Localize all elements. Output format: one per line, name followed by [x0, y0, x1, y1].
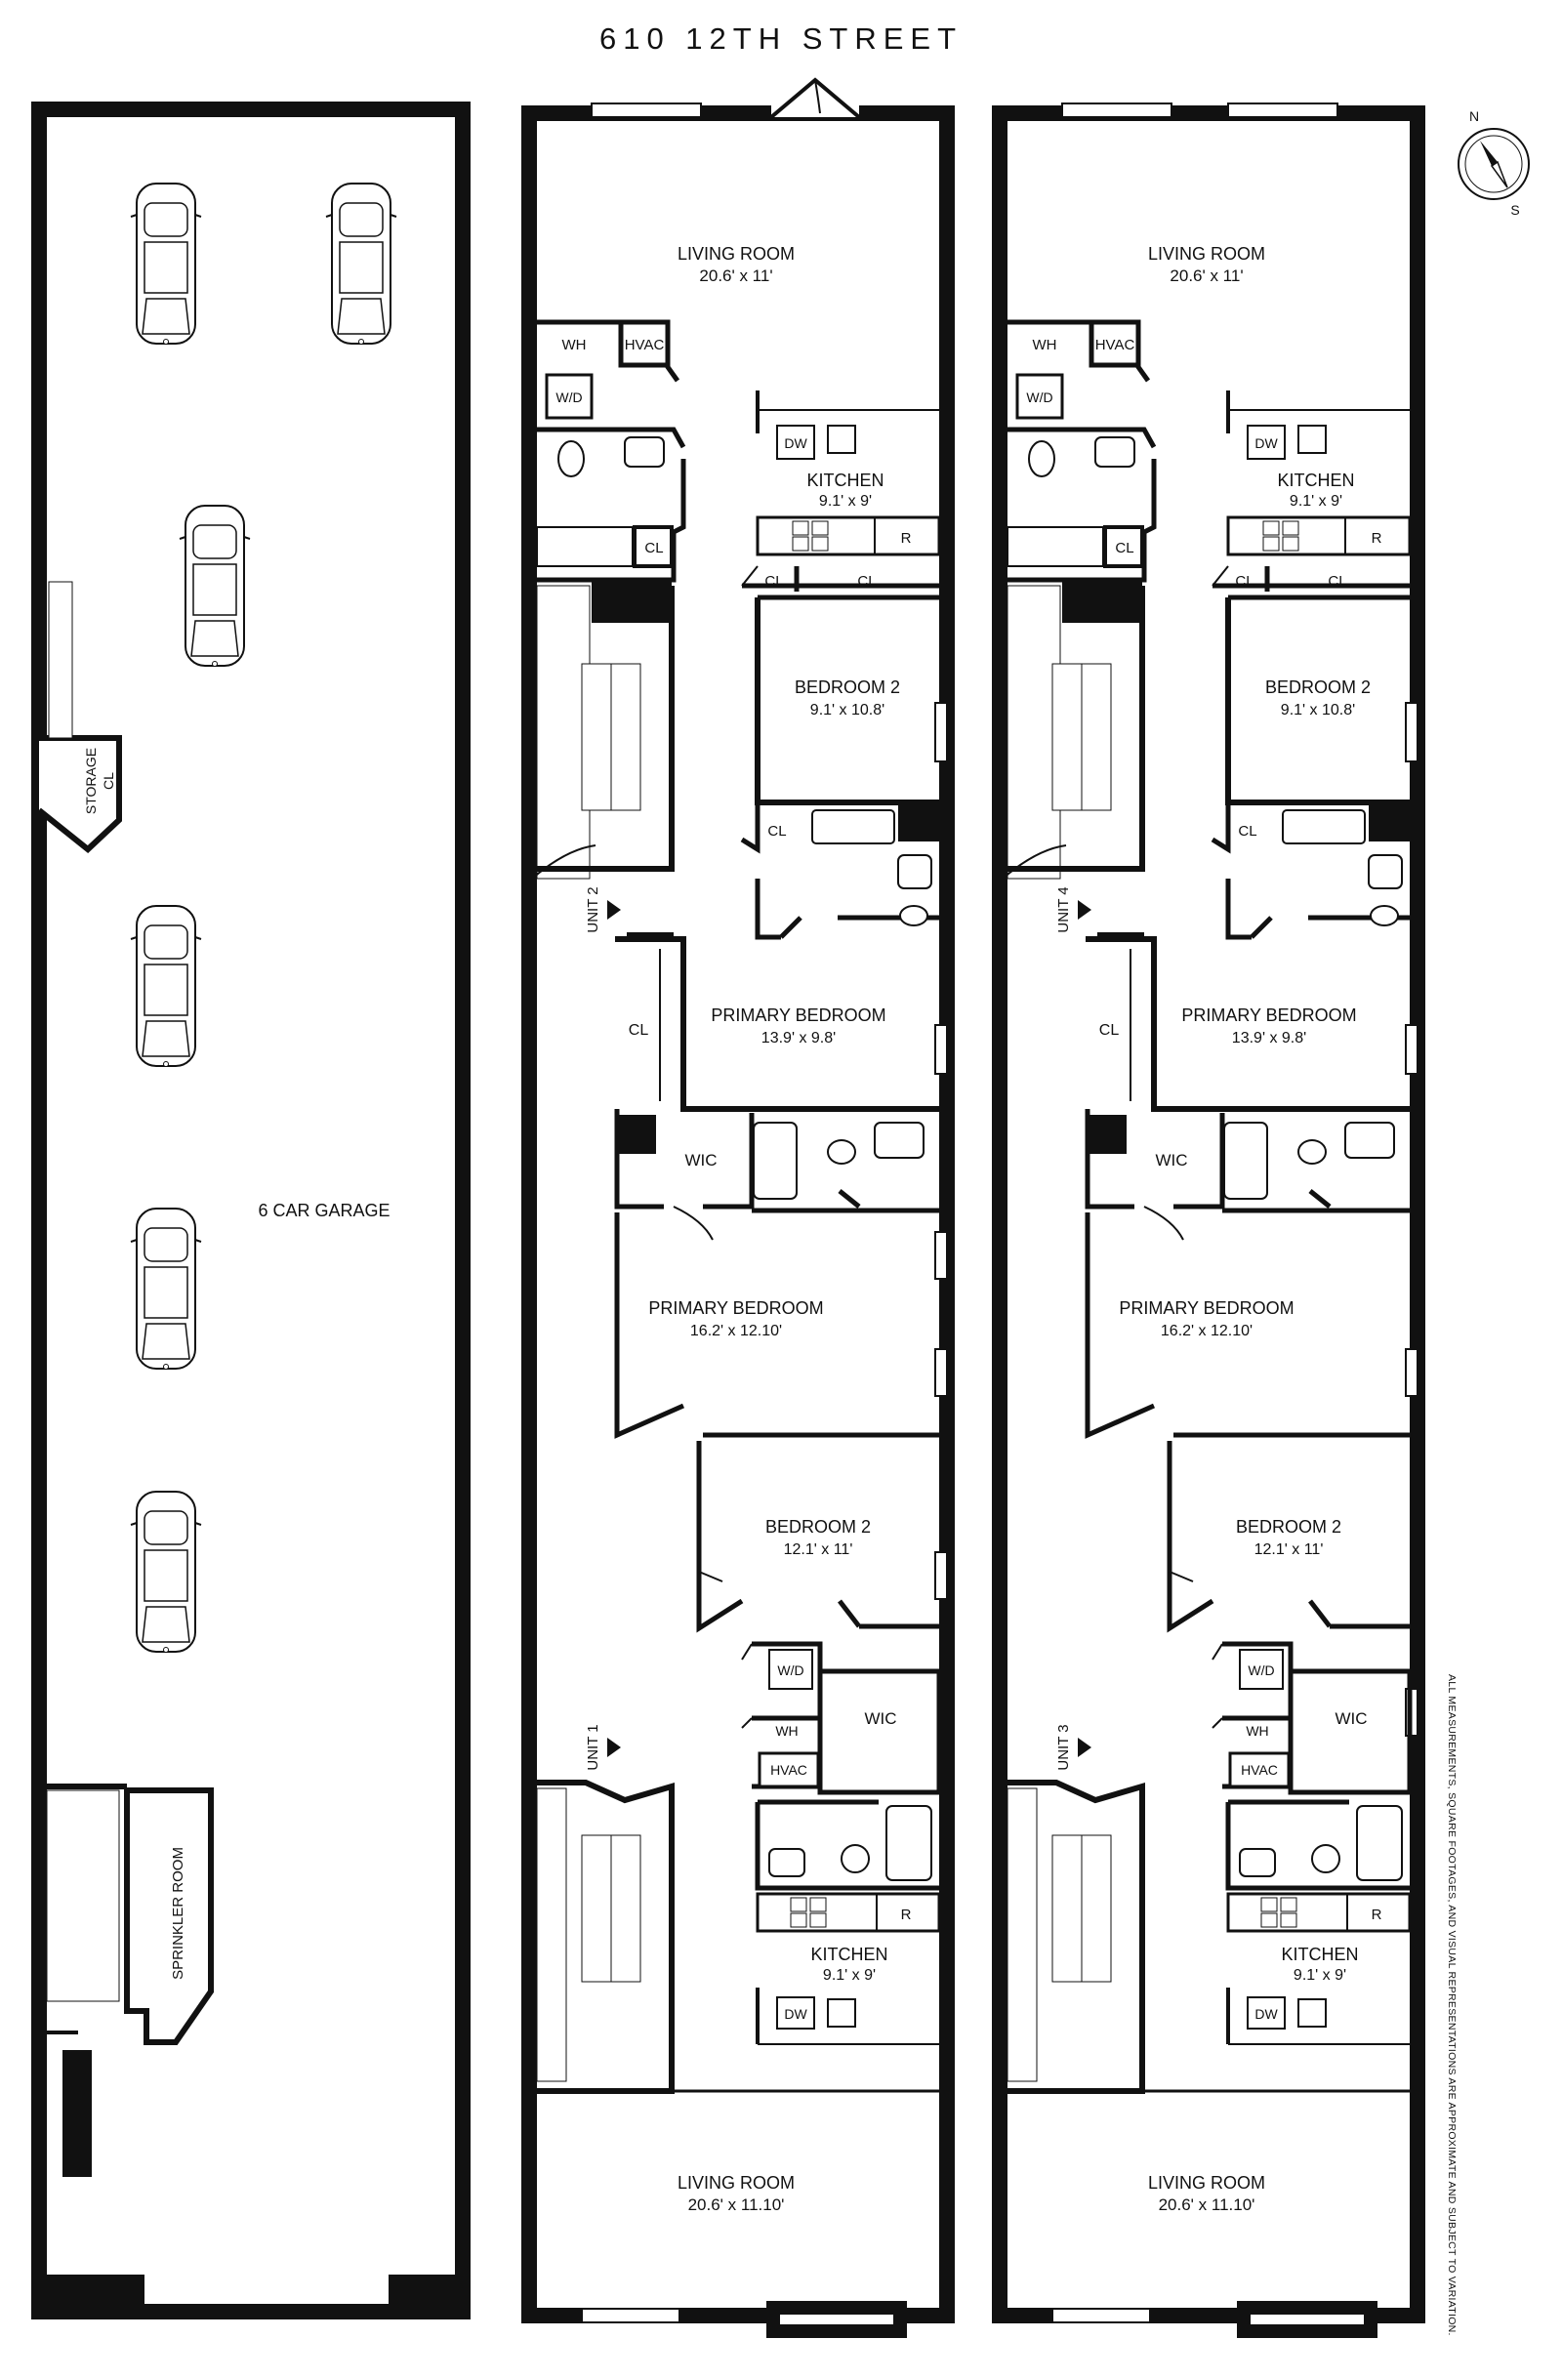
dw-label: DW	[784, 2006, 807, 2022]
dw-label: DW	[1254, 435, 1278, 451]
unit-label: UNIT 3	[1055, 1724, 1072, 1770]
dw-label: DW	[784, 435, 807, 451]
fridge-label: R	[1372, 530, 1382, 547]
wd-label: W/D	[1026, 390, 1052, 405]
wic-label: WIC	[1155, 1151, 1187, 1169]
living-room-dim: 20.6' x 11'	[699, 267, 772, 285]
primary-bedroom-dim: 13.9' x 9.8'	[1232, 1030, 1306, 1046]
cl-label: CL	[644, 540, 663, 556]
unit-label: UNIT 2	[585, 886, 601, 932]
cl-label: CL	[857, 573, 876, 590]
bedroom-name: BEDROOM 2	[1236, 1517, 1341, 1537]
kitchen-name: KITCHEN	[810, 1945, 887, 1964]
garage	[31, 102, 471, 2319]
storage-cl-label: CL	[101, 772, 116, 790]
fridge-label: R	[1372, 1907, 1382, 1923]
living-room-name: LIVING ROOM	[1148, 2173, 1265, 2193]
bedroom-dim: 12.1' x 11'	[784, 1541, 853, 1558]
bedroom-name: BEDROOM 2	[795, 677, 900, 697]
bedroom-name: BEDROOM 2	[765, 1517, 871, 1537]
building-a-labels: LIVING ROOM 20.6' x 11' WH HVAC W/D CL D…	[555, 244, 911, 2214]
living-room-name: LIVING ROOM	[678, 244, 795, 264]
kitchen-dim: 9.1' x 9'	[1294, 1967, 1346, 1984]
kitchen-name: KITCHEN	[1281, 1945, 1358, 1964]
primary-bedroom-name: PRIMARY BEDROOM	[711, 1005, 885, 1025]
living-room-dim: 20.6' x 11.10'	[688, 2195, 785, 2214]
sprinkler-label: SPRINKLER ROOM	[170, 1847, 186, 1980]
car-icon	[179, 505, 251, 668]
wic-label: WIC	[1335, 1709, 1367, 1728]
compass-s: S	[1510, 202, 1519, 218]
living-room-name: LIVING ROOM	[678, 2173, 795, 2193]
primary-bedroom-dim: 16.2' x 12.10'	[1161, 1323, 1253, 1339]
primary-bedroom-dim: 16.2' x 12.10'	[690, 1323, 782, 1339]
car-icon	[130, 183, 202, 346]
primary-bedroom-dim: 13.9' x 9.8'	[761, 1030, 836, 1046]
building-b-labels: LIVING ROOM 20.6' x 11' WH HVAC W/D CL D…	[1026, 244, 1381, 2214]
unit-label: UNIT 4	[1055, 886, 1072, 932]
building-units-3-4	[992, 103, 1425, 2338]
wd-label: W/D	[1248, 1662, 1274, 1678]
wh-label: WH	[1246, 1723, 1268, 1739]
car-icon	[130, 1491, 202, 1654]
cl-label: CL	[1115, 540, 1133, 556]
fridge-label: R	[901, 530, 912, 547]
kitchen-name: KITCHEN	[1277, 471, 1354, 490]
hvac-label: HVAC	[770, 1762, 807, 1778]
page-title: 610 12TH STREET	[598, 21, 964, 56]
kitchen-dim: 9.1' x 9'	[1290, 493, 1342, 510]
dw-label: DW	[1254, 2006, 1278, 2022]
hvac-label: HVAC	[625, 337, 665, 353]
fridge-label: R	[901, 1907, 912, 1923]
hvac-label: HVAC	[1241, 1762, 1278, 1778]
wic-label: WIC	[864, 1709, 896, 1728]
primary-bedroom-name: PRIMARY BEDROOM	[648, 1298, 823, 1318]
kitchen-dim: 9.1' x 9'	[823, 1967, 876, 1984]
wd-label: W/D	[555, 390, 582, 405]
wd-label: W/D	[777, 1662, 803, 1678]
bedroom-dim: 9.1' x 10.8'	[1281, 702, 1355, 718]
primary-bedroom-name: PRIMARY BEDROOM	[1181, 1005, 1356, 1025]
living-room-name: LIVING ROOM	[1148, 244, 1265, 264]
kitchen-name: KITCHEN	[806, 471, 884, 490]
living-room-dim: 20.6' x 11.10'	[1159, 2195, 1255, 2214]
cl-label: CL	[1328, 573, 1346, 590]
car-icon	[130, 905, 202, 1068]
cl-label: CL	[1238, 823, 1256, 840]
hvac-label: HVAC	[1095, 337, 1135, 353]
car-icon	[130, 1208, 202, 1371]
cl-label: CL	[1235, 573, 1254, 590]
cl-label: CL	[767, 823, 786, 840]
wic-label: WIC	[684, 1151, 717, 1169]
kitchen-dim: 9.1' x 9'	[819, 493, 872, 510]
compass-icon: N S	[1458, 108, 1530, 218]
bedroom-name: BEDROOM 2	[1265, 677, 1371, 697]
primary-bedroom-name: PRIMARY BEDROOM	[1119, 1298, 1294, 1318]
bedroom-dim: 12.1' x 11'	[1254, 1541, 1324, 1558]
compass-n: N	[1469, 108, 1479, 124]
car-icon	[325, 183, 397, 346]
unit-label: UNIT 1	[585, 1724, 601, 1770]
garage-label: 6 CAR GARAGE	[258, 1201, 390, 1220]
living-room-dim: 20.6' x 11'	[1170, 267, 1243, 285]
wh-label: WH	[775, 1723, 798, 1739]
building-units-1-2	[521, 77, 955, 2338]
wh-label: WH	[1033, 337, 1057, 353]
cl-label: CL	[764, 573, 783, 590]
bedroom-dim: 9.1' x 10.8'	[810, 702, 884, 718]
cl-label: CL	[629, 1022, 649, 1039]
cl-label: CL	[1099, 1022, 1120, 1039]
storage-label: STORAGE	[83, 748, 99, 814]
wh-label: WH	[562, 337, 587, 353]
